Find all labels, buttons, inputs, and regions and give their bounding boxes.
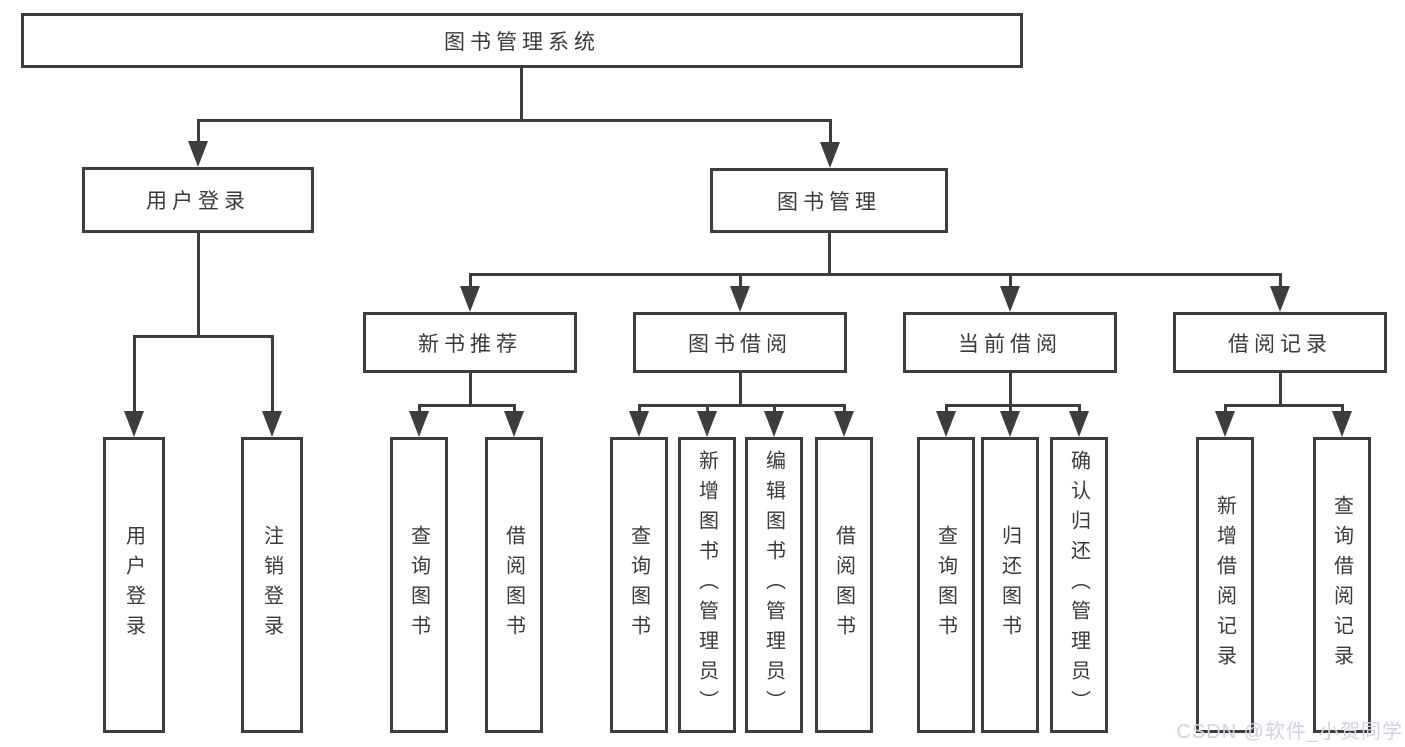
connector-line (1279, 373, 1282, 407)
connector-line (197, 119, 200, 143)
arrow-down-icon (1000, 411, 1020, 437)
connector-line (1009, 404, 1012, 416)
connector-line (1224, 404, 1344, 407)
leaf-query-book-recommend: 查询图书 (390, 437, 448, 733)
connector-line (739, 273, 742, 289)
leaf-logout: 注销登录 (241, 437, 303, 733)
node-book-borrow: 图书借阅 (633, 312, 847, 373)
connector-line (469, 273, 472, 289)
arrow-down-icon (1332, 411, 1352, 437)
connector-line (197, 233, 200, 338)
connector-line (513, 404, 516, 416)
leaf-add-book-admin: 新增图书（管理员） (678, 437, 736, 733)
leaf-query-book-borrow: 查询图书 (610, 437, 668, 733)
node-new-book-recommend: 新书推荐 (363, 312, 577, 373)
connector-line (271, 335, 274, 413)
arrow-down-icon (460, 286, 480, 312)
leaf-query-borrow-record: 查询借阅记录 (1313, 437, 1371, 733)
node-book-management: 图书管理 (710, 168, 948, 233)
arrow-down-icon (629, 411, 649, 437)
connector-line (469, 373, 472, 407)
arrow-down-icon (1270, 286, 1290, 312)
connector-line (1341, 404, 1344, 416)
arrow-down-icon (936, 411, 956, 437)
connector-line (706, 404, 709, 416)
connector-line (638, 404, 846, 407)
leaf-add-borrow-record: 新增借阅记录 (1196, 437, 1254, 733)
connector-line (133, 335, 136, 413)
arrow-down-icon (1069, 411, 1089, 437)
leaf-return-book: 归还图书 (981, 437, 1039, 733)
connector-line (1078, 404, 1081, 416)
connector-line (945, 404, 948, 416)
leaf-borrow-book: 借阅图书 (815, 437, 873, 733)
arrow-down-icon (409, 411, 429, 437)
connector-line (1279, 273, 1282, 289)
arrow-down-icon (834, 411, 854, 437)
arrow-down-icon (764, 411, 784, 437)
leaf-borrow-book-recommend: 借阅图书 (485, 437, 543, 733)
node-borrow-records: 借阅记录 (1173, 312, 1387, 373)
node-user-login: 用户登录 (82, 167, 314, 233)
connector-line (739, 373, 742, 407)
connector-line (945, 404, 1081, 407)
connector-line (418, 404, 516, 407)
watermark: CSDN @软件_小贺同学 (1176, 721, 1403, 743)
connector-line (418, 404, 421, 416)
connector-line (469, 273, 1282, 276)
connector-line (829, 119, 832, 144)
connector-line (638, 404, 641, 416)
connector-line (1009, 273, 1012, 289)
arrow-down-icon (124, 411, 144, 437)
connector-line (828, 233, 831, 276)
leaf-user-login: 用户登录 (103, 437, 165, 733)
connector-line (1224, 404, 1227, 416)
leaf-query-book-current: 查询图书 (917, 437, 975, 733)
connector-line (197, 119, 832, 122)
connector-line (520, 68, 523, 119)
arrow-down-icon (504, 411, 524, 437)
arrow-down-icon (697, 411, 717, 437)
connector-line (133, 335, 274, 338)
arrow-down-icon (188, 141, 208, 167)
leaf-confirm-return-admin: 确认归还（管理员） (1050, 437, 1108, 733)
arrow-down-icon (730, 286, 750, 312)
node-library-system: 图书管理系统 (21, 13, 1023, 68)
arrow-down-icon (262, 411, 282, 437)
connector-line (843, 404, 846, 416)
arrow-down-icon (1215, 411, 1235, 437)
leaf-edit-book-admin: 编辑图书（管理员） (745, 437, 803, 733)
node-current-borrow: 当前借阅 (903, 312, 1117, 373)
connector-line (773, 404, 776, 416)
arrow-down-icon (820, 142, 840, 168)
connector-line (1009, 373, 1012, 407)
arrow-down-icon (1000, 286, 1020, 312)
